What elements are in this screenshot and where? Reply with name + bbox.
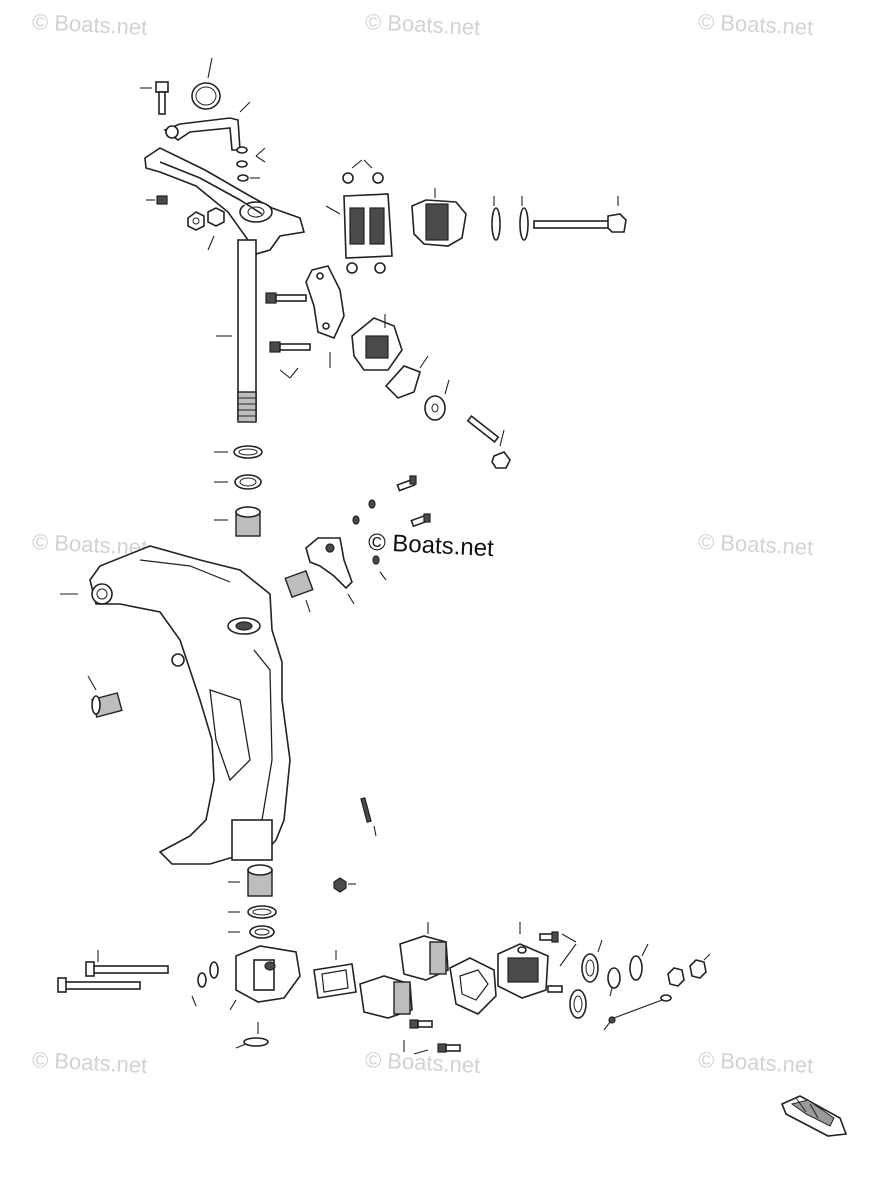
lower-mount-housing <box>229 945 301 1011</box>
upper-seal-1 <box>214 445 263 459</box>
small-springs <box>352 499 380 565</box>
lower-seal-2 <box>228 925 275 939</box>
through-bolt-mid <box>466 415 511 469</box>
lower-bushing-rings <box>569 939 603 1019</box>
lower-bracket-plate-1 <box>449 957 497 1015</box>
lower-bushing <box>228 864 273 897</box>
left-bushing <box>87 675 123 718</box>
tilt-lock-lever <box>305 537 387 605</box>
lower-washers-right <box>607 943 649 997</box>
top-mount-bushing <box>411 188 467 247</box>
steering-bracket <box>144 147 306 255</box>
swivel-bracket <box>60 545 291 865</box>
hex-nut-left <box>187 207 225 251</box>
lower-retainer-clip <box>235 1022 269 1049</box>
bottom-washers-left <box>191 961 219 1007</box>
side-bushing <box>284 569 314 613</box>
lower-right-bolts <box>539 931 577 993</box>
upper-mount-rubber <box>351 314 403 371</box>
top-long-bolt <box>533 196 627 233</box>
lower-bracket-plate-2 <box>497 922 549 999</box>
mount-bolts-upper <box>265 292 311 379</box>
outboard-boat-thumbnail-icon <box>780 1095 848 1137</box>
top-washers <box>491 196 529 241</box>
small-bolt-right <box>396 475 431 528</box>
steering-link-rod <box>163 101 251 151</box>
upper-seal-2 <box>214 474 262 490</box>
small-grease-fitting <box>333 877 356 893</box>
upper-bushing <box>214 506 261 537</box>
lower-seal-1 <box>228 905 277 919</box>
small-nuts-top <box>236 146 266 182</box>
lower-mount-rubber-2 <box>359 975 413 1019</box>
steering-tube <box>216 239 257 423</box>
hose-clamp-ring <box>191 57 221 110</box>
top-mount-block <box>325 159 393 274</box>
small-nut-left <box>146 195 168 205</box>
lower-mount-plate <box>313 950 357 999</box>
bottom-long-bolts <box>57 950 169 993</box>
lower-mount-rubber-1 <box>399 922 449 981</box>
ground-strap <box>603 994 672 1031</box>
lock-washer-shaped <box>384 355 429 399</box>
lower-small-bolts <box>403 1019 461 1055</box>
mount-retainer-plate <box>305 265 345 368</box>
lower-nuts-right <box>667 953 711 987</box>
cotter-pin <box>360 797 377 837</box>
top-bolt <box>140 81 169 115</box>
flat-washer-mid <box>424 379 450 421</box>
